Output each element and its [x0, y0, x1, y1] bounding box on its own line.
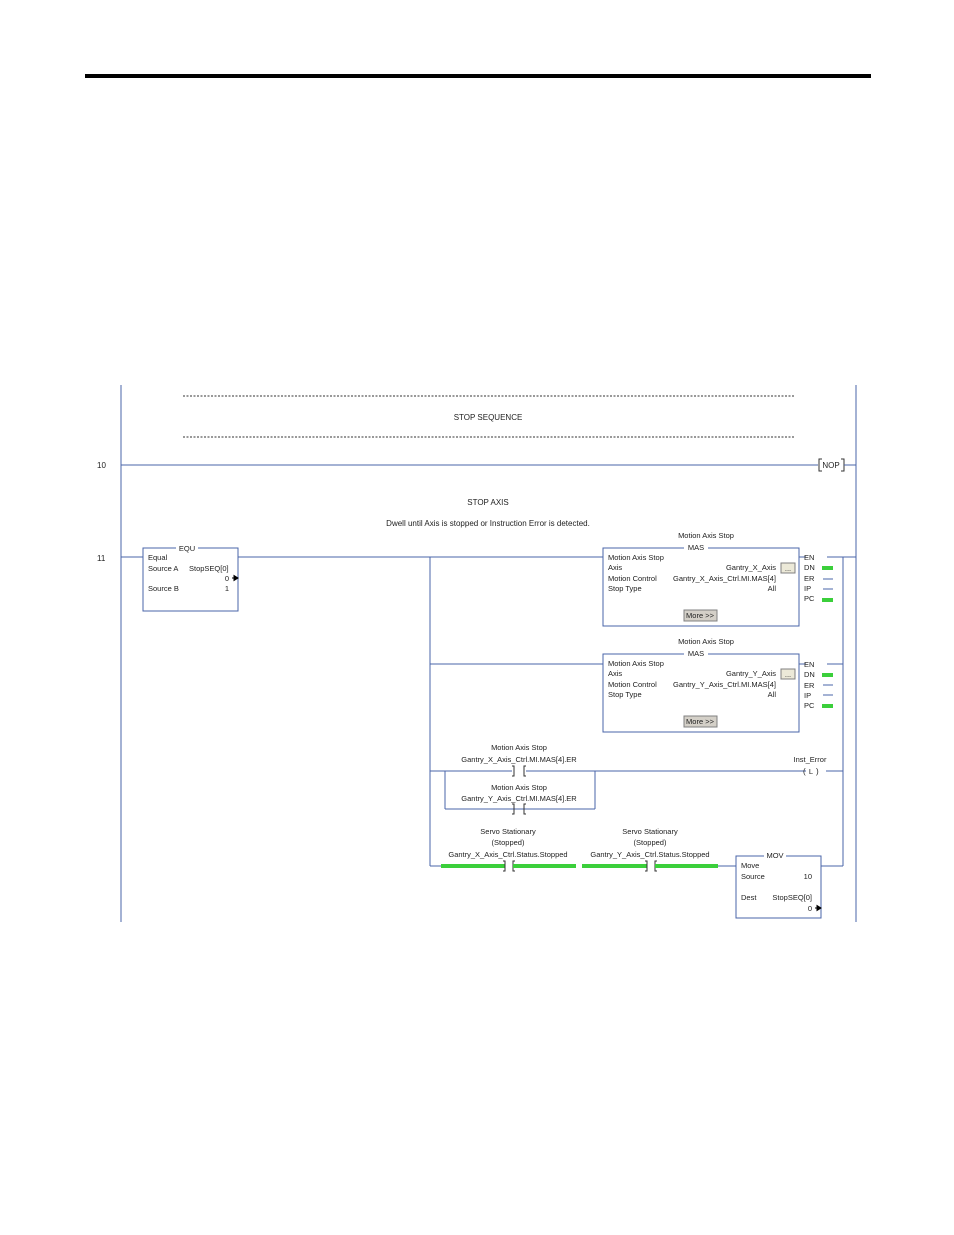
latch-coil-symbol: L [809, 767, 813, 776]
mas1-stop-type-label: Stop Type [608, 584, 642, 593]
mov-source-value[interactable]: 10 [804, 872, 812, 881]
mas1-axis-label: Axis [608, 563, 622, 572]
mas2-name: MAS [688, 649, 704, 658]
latch-coil[interactable]: ( L ) [803, 767, 819, 776]
nop-instruction[interactable]: NOP [818, 458, 845, 472]
mas1-description: Motion Axis Stop [678, 531, 734, 540]
mov-title: Move [741, 861, 759, 870]
mas1-out-ip: IP [804, 584, 811, 593]
equ-source-b-value: 1 [225, 584, 229, 593]
mov-instruction[interactable]: MOV Move Source 10 Dest StopSEQ[0] 0 [735, 851, 822, 919]
mas1-browse-label: ... [785, 564, 791, 573]
err-contact-x[interactable] [512, 765, 526, 777]
mas2-outputs: EN DN ER IP PC [799, 660, 843, 710]
mas2-more-button[interactable] [683, 715, 718, 728]
mas2-browse-button[interactable] [780, 668, 796, 680]
mov-name: MOV [766, 851, 783, 860]
mov-dest-label: Dest [741, 893, 757, 902]
mas1-more-label: More >> [686, 611, 715, 620]
stationary-y-line1: Servo Stationary [622, 827, 678, 836]
stationary-x-tag[interactable]: Gantry_X_Axis_Ctrl.Status.Stopped [448, 850, 567, 859]
value-arrow-icon [232, 574, 239, 582]
mas1-out-en: EN [804, 553, 814, 562]
mov-dest-value: 0 [808, 904, 812, 913]
mas2-description: Motion Axis Stop [678, 637, 734, 646]
mas1-motion-control-value[interactable]: Gantry_X_Axis_Ctrl.MI.MAS[4] [673, 574, 776, 583]
mov-dest-tag[interactable]: StopSEQ[0] [772, 893, 812, 902]
value-arrow-icon [815, 904, 822, 912]
mas1-browse-button[interactable] [780, 562, 796, 574]
stationary-y-line2: (Stopped) [634, 838, 667, 847]
mas1-name: MAS [688, 543, 704, 552]
stationary-x-line1: Servo Stationary [480, 827, 536, 836]
equ-source-b-label: Source B [148, 584, 179, 593]
mas-instruction-y[interactable]: MAS Motion Axis Stop Axis Gantry_Y_Axis … [602, 649, 800, 733]
mas2-axis-value[interactable]: Gantry_Y_Axis [726, 669, 776, 678]
err-contact-y[interactable] [512, 803, 526, 815]
mas2-stop-type-label: Stop Type [608, 690, 642, 699]
mas2-out-dn: DN [804, 670, 815, 679]
page-header-rule [85, 74, 871, 78]
mas1-more-button[interactable] [683, 609, 718, 622]
equ-name: EQU [179, 544, 195, 553]
mas2-stop-type-value[interactable]: All [768, 690, 777, 699]
svg-text:): ) [816, 767, 819, 776]
mas1-motion-control-label: Motion Control [608, 574, 657, 583]
mas2-axis-label: Axis [608, 669, 622, 678]
mas1-outputs: EN DN ER IP PC [799, 553, 843, 603]
err-contact-y-tag[interactable]: Gantry_Y_Axis_Ctrl.MI.MAS[4].ER [461, 794, 577, 803]
mas1-title: Motion Axis Stop [608, 553, 664, 562]
err-contact-x-description: Motion Axis Stop [491, 743, 547, 752]
equ-source-a-label: Source A [148, 564, 178, 573]
mas1-out-er: ER [804, 574, 815, 583]
mas2-motion-control-value[interactable]: Gantry_Y_Axis_Ctrl.MI.MAS[4] [673, 680, 776, 689]
equ-instruction[interactable]: EQU Equal Source A StopSEQ[0] 0 Source B… [142, 544, 239, 612]
mas1-stop-type-value[interactable]: All [768, 584, 777, 593]
mas2-out-pc: PC [804, 701, 815, 710]
mas1-out-pc: PC [804, 594, 815, 603]
mas1-out-dn: DN [804, 563, 815, 572]
mas2-motion-control-label: Motion Control [608, 680, 657, 689]
mas2-title: Motion Axis Stop [608, 659, 664, 668]
equ-source-a-value: 0 [225, 574, 229, 583]
err-contact-x-tag[interactable]: Gantry_X_Axis_Ctrl.MI.MAS[4].ER [461, 755, 577, 764]
rung-number-10: 10 [97, 461, 106, 470]
rung-number-11: 11 [97, 554, 106, 563]
comment-stop-sequence: STOP SEQUENCE [454, 413, 523, 422]
latch-coil-tag[interactable]: Inst_Error [794, 755, 827, 764]
mas2-out-ip: IP [804, 691, 811, 700]
mas-instruction-x[interactable]: MAS Motion Axis Stop Axis Gantry_X_Axis … [602, 543, 800, 627]
mas2-out-en: EN [804, 660, 814, 669]
stationary-x-line2: (Stopped) [492, 838, 525, 847]
mas2-out-er: ER [804, 681, 815, 690]
equ-title: Equal [148, 553, 168, 562]
mas2-more-label: More >> [686, 717, 715, 726]
nop-label: NOP [822, 461, 839, 470]
mov-source-label: Source [741, 872, 765, 881]
mas2-browse-label: ... [785, 670, 791, 679]
err-contact-y-description: Motion Axis Stop [491, 783, 547, 792]
svg-text:(: ( [803, 767, 806, 776]
equ-source-a-tag[interactable]: StopSEQ[0] [189, 564, 229, 573]
comment-stop-axis: STOP AXIS [467, 498, 509, 507]
stationary-y-tag[interactable]: Gantry_Y_Axis_Ctrl.Status.Stopped [590, 850, 709, 859]
comment-dwell: Dwell until Axis is stopped or Instructi… [386, 519, 590, 528]
mas1-axis-value[interactable]: Gantry_X_Axis [726, 563, 776, 572]
